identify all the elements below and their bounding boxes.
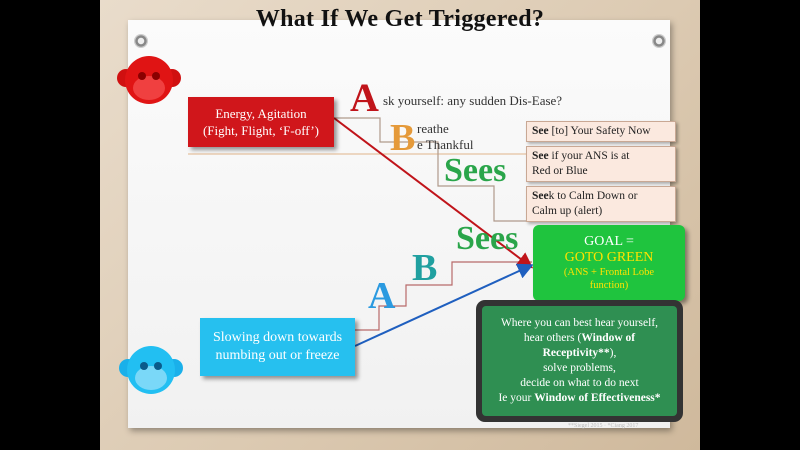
ask-yourself-text: sk yourself: any sudden Dis-Ease?: [383, 93, 563, 108]
goal-line4: function): [589, 280, 629, 291]
letter-sees-bottom: Sees: [456, 220, 519, 257]
red-box-line1: Energy, Agitation: [215, 106, 307, 121]
goal-box: GOAL = GOTO GREEN (ANS + Frontal Lobe fu…: [533, 225, 685, 301]
red-arrow: [333, 117, 534, 269]
window-line5: decide on what to do next: [520, 377, 639, 389]
blue-box-line2: numbing out or freeze: [215, 348, 340, 363]
seek-calm-hl: See: [532, 190, 549, 202]
window-line1: Where you can best hear yourself,: [500, 317, 659, 329]
blue-arrow: [354, 263, 534, 347]
grommet-top-left: [134, 34, 148, 48]
letter-a-bottom: A: [368, 275, 396, 317]
red-monkey-head-icon: [117, 56, 181, 104]
seek-calm-box: Seek to Calm Down or Calm up (alert): [526, 186, 676, 222]
window-line6b: Window of Effectiveness*: [534, 392, 661, 404]
letter-sees-top: Sees: [444, 152, 507, 189]
see-safety-box: See [to] Your Safety Now: [526, 121, 676, 142]
slowing-down-box: Slowing down towards numbing out or free…: [200, 318, 355, 376]
see-ans-line2: Red or Blue: [532, 165, 588, 177]
window-line3b: ),: [609, 347, 617, 359]
page-title: What If We Get Triggered?: [255, 6, 545, 32]
red-box-line2: (Fight, Flight, ‘F-off’): [202, 123, 320, 138]
see-ans-rest: if your ANS is at: [548, 150, 630, 162]
letter-b-bottom: B: [412, 247, 438, 289]
goal-line2: GOTO GREEN: [564, 250, 654, 265]
see-safety-hl: See: [532, 125, 549, 137]
top-staircase: [334, 117, 532, 222]
see-safety-rest: [to] Your Safety Now: [548, 125, 651, 137]
window-line4: solve problems,: [543, 362, 616, 374]
grommet-top-right: [652, 34, 666, 48]
window-line6a: Ie your: [498, 392, 535, 404]
be-thankful-text: e Thankful: [417, 137, 474, 152]
seek-calm-line2: Calm up (alert): [532, 205, 603, 217]
window-line2a: hear others (: [523, 332, 582, 344]
breathe-text: reathe: [417, 121, 449, 136]
slide: What If We Get Triggered? Energy, Agitat…: [100, 0, 700, 450]
window-line3a: Receptivity**: [542, 347, 610, 359]
window-frame: Where you can best hear yourself, hear o…: [476, 300, 683, 422]
letter-a-top: A: [350, 75, 379, 120]
blue-box-line1: Slowing down towards: [212, 330, 343, 345]
energy-agitation-box: Energy, Agitation (Fight, Flight, ‘F-off…: [188, 97, 334, 147]
window-line2b: Window of: [581, 332, 636, 344]
blue-monkey-head-icon: [119, 346, 183, 394]
goal-line3: (ANS + Frontal Lobe: [563, 267, 655, 278]
citation-credit: **Siegel 2015 · *Ciang 2017: [568, 423, 639, 429]
window-of-effectiveness-box: Where you can best hear yourself, hear o…: [482, 306, 677, 416]
bottom-staircase: [355, 261, 532, 331]
seek-calm-rest: k to Calm Down or: [548, 190, 638, 202]
letter-b-top: B: [390, 117, 416, 159]
see-ans-hl: See: [532, 150, 549, 162]
see-ans-box: See if your ANS is at Red or Blue: [526, 146, 676, 182]
goal-line1: GOAL =: [584, 234, 634, 249]
